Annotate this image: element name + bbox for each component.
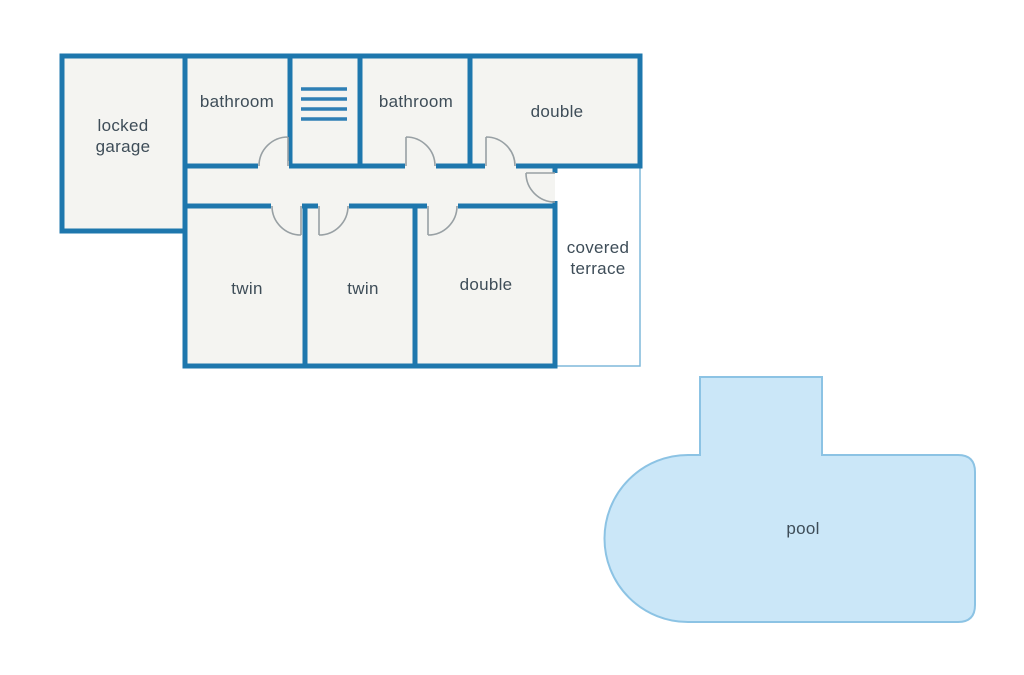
doors-group — [258, 136, 556, 236]
room-twin-2 — [302, 203, 418, 369]
label-bathroom-1: bathroom — [199, 92, 275, 111]
door-bathroom-1 — [258, 136, 289, 167]
door-twin-1 — [271, 205, 302, 236]
label-double-bottom: double — [459, 275, 513, 294]
room-double-top — [467, 53, 643, 169]
shelves-icon — [301, 87, 347, 121]
door-terrace — [525, 172, 556, 203]
pool-shape — [603, 376, 976, 623]
corridor — [182, 163, 558, 209]
label-double-top: double — [530, 102, 584, 121]
door-twin-2 — [318, 205, 349, 236]
door-double-top — [485, 136, 516, 167]
door-double-bottom — [427, 205, 458, 236]
door-bathroom-2 — [405, 136, 436, 167]
label-twin-1: twin — [231, 279, 263, 298]
label-locked-garage: locked garage — [95, 116, 151, 157]
rooms-group — [59, 53, 643, 369]
label-bathroom-2: bathroom — [378, 92, 454, 111]
label-pool: pool — [786, 519, 820, 538]
room-twin-1 — [182, 203, 308, 369]
label-twin-2: twin — [347, 279, 379, 298]
room-bathroom-1 — [182, 53, 293, 169]
door-gaps — [258, 161, 559, 211]
closet — [287, 53, 363, 169]
label-covered-terrace: covered terrace — [566, 238, 630, 279]
